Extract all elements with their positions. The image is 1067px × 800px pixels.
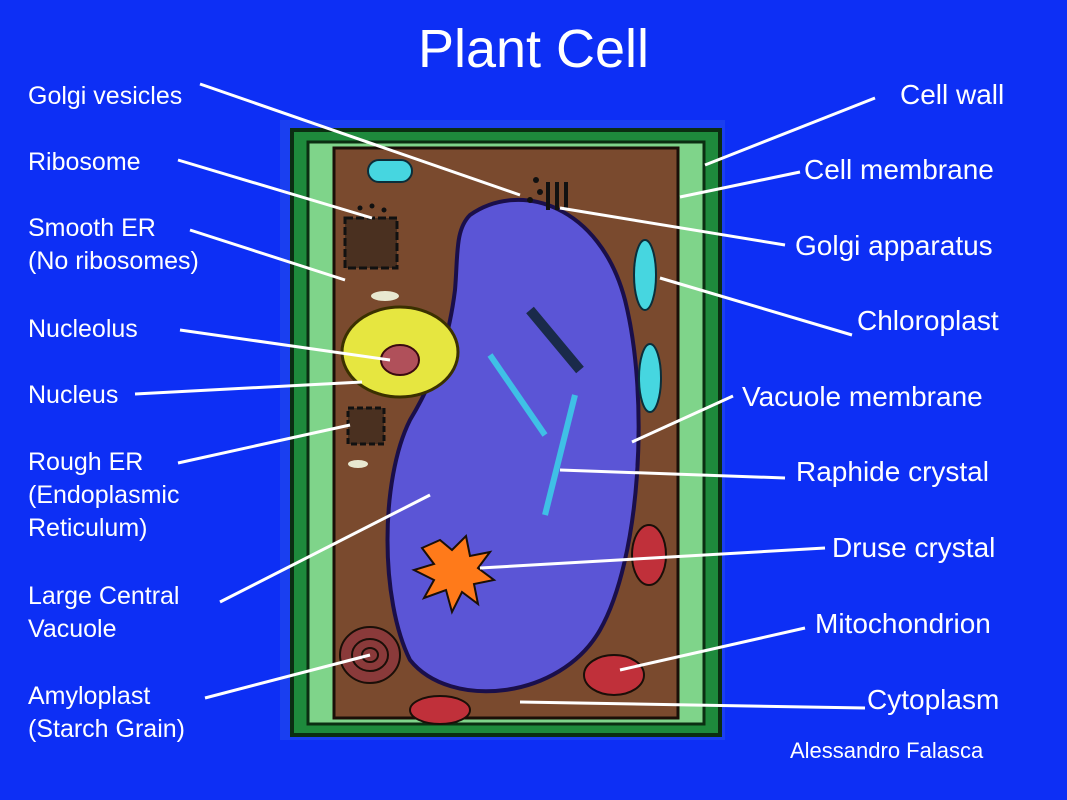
chloroplast xyxy=(638,343,662,413)
smooth-er xyxy=(371,291,399,301)
label-nucleus: Nucleus xyxy=(28,381,119,409)
label-chloroplast: Chloroplast xyxy=(857,305,999,336)
label-nucleolus: Nucleolus xyxy=(28,315,138,343)
label-large-central-vacuole-1: Large Central xyxy=(28,582,180,610)
label-ribosome: Ribosome xyxy=(28,148,141,176)
golgi-vesicles xyxy=(527,177,543,203)
label-raphide-crystal: Raphide crystal xyxy=(796,456,989,487)
page-title: Plant Cell xyxy=(417,19,650,79)
label-rough-er-note-2: Reticulum) xyxy=(28,514,148,542)
label-amyloplast-note: (Starch Grain) xyxy=(28,715,185,743)
label-amyloplast: Amyloplast xyxy=(28,682,151,710)
label-vacuole-membrane: Vacuole membrane xyxy=(742,381,983,412)
label-golgi-apparatus: Golgi apparatus xyxy=(795,230,993,261)
label-golgi-vesicles: Golgi vesicles xyxy=(28,82,183,110)
chloroplast xyxy=(367,159,413,183)
label-large-central-vacuole-2: Vacuole xyxy=(28,615,117,643)
mitochondrion xyxy=(409,695,471,725)
author-credit: Alessandro Falasca xyxy=(790,738,984,763)
rough-er xyxy=(343,216,399,270)
ribosomes xyxy=(357,203,387,213)
label-smooth-er-note: (No ribosomes) xyxy=(28,247,199,275)
label-cell-membrane: Cell membrane xyxy=(804,154,994,185)
label-smooth-er: Smooth ER xyxy=(28,214,156,242)
mitochondrion xyxy=(631,524,667,586)
raphide-crystals xyxy=(487,306,584,516)
label-druse-crystal: Druse crystal xyxy=(832,532,996,563)
label-cell-wall: Cell wall xyxy=(900,79,1005,110)
rough-er xyxy=(346,406,386,446)
label-rough-er-note-1: (Endoplasmic xyxy=(28,481,180,509)
golgi-apparatus xyxy=(546,182,568,210)
label-cytoplasm: Cytoplasm xyxy=(867,684,1000,715)
smooth-er xyxy=(348,460,368,468)
label-rough-er: Rough ER xyxy=(28,448,144,476)
label-mitochondrion: Mitochondrion xyxy=(815,608,991,639)
druse-crystal xyxy=(411,533,497,615)
leader-lines xyxy=(134,82,876,710)
chloroplast xyxy=(633,239,657,311)
mitochondrion xyxy=(583,654,645,696)
